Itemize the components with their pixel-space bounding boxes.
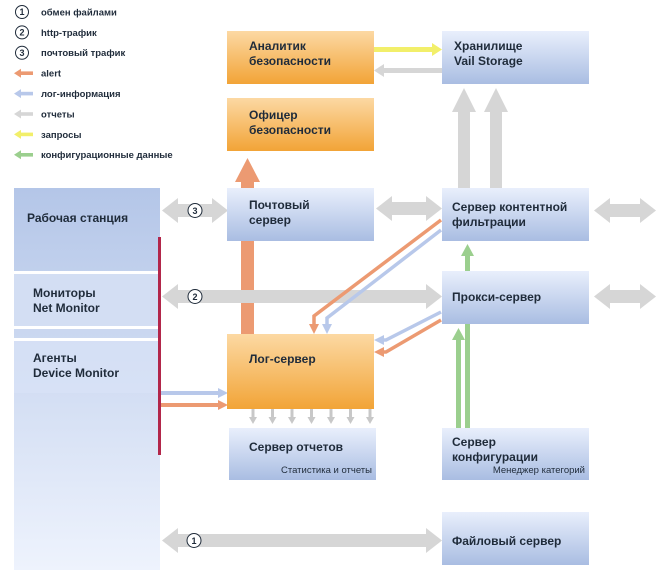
legend-badge-num: 1 [19, 7, 24, 17]
arrow-filter-to-storage-reports-1 [452, 88, 476, 188]
badge-mail-traffic: 3 [187, 203, 203, 218]
legend-label: запросы [41, 130, 82, 141]
legend-swatch [19, 91, 33, 96]
arrow-monitors-proxy [162, 284, 442, 309]
node-log-label: Лог-сервер [249, 352, 316, 366]
legend-arrowhead [14, 109, 21, 119]
node-reports-label: Сервер отчетов [249, 440, 343, 454]
arrow-filter-to-log-info [322, 228, 443, 334]
report-feed-arrow [346, 409, 355, 424]
badge-file-exchange: 1 [186, 533, 202, 548]
node-files-label: Файловый сервер [452, 534, 561, 548]
arrow-proxy-to-log-info [374, 310, 442, 345]
legend-label: alert [41, 69, 62, 80]
badge-http-traffic: 2 [187, 289, 203, 304]
legend-badge-num: 3 [19, 48, 24, 58]
legend-label: почтовый трафик [41, 48, 125, 59]
arrow-agents-to-log-alert [160, 400, 228, 410]
column-divider [158, 237, 161, 455]
arrow-config-to-proxy [452, 328, 465, 428]
report-feed-arrow [268, 409, 277, 424]
arrow-filter-internet [594, 198, 656, 223]
legend-label: лог-информация [41, 89, 121, 100]
node-reports-sub: Статистика и отчеты [281, 465, 372, 476]
node-config-sub: Менеджер категорий [493, 465, 585, 476]
legend-item: 2 http-трафик [15, 25, 97, 40]
legend-badge [15, 45, 29, 60]
legend-arrowhead [14, 89, 21, 99]
legend-item: 3 почтовый трафик [15, 45, 125, 60]
svg-text:1: 1 [191, 536, 196, 546]
arrow-filter-to-storage-reports-2 [484, 88, 508, 188]
legend-swatch [19, 132, 33, 137]
arrow-mail-filter [376, 196, 442, 221]
legend: 1 обмен файлами 2 http-трафик 3 почтовый траф… [14, 5, 173, 161]
legend-swatch [19, 153, 33, 157]
arrow-log-to-officer-alert [235, 158, 260, 334]
report-feed-arrow [288, 409, 296, 424]
node-proxy-label: Прокси-сервер [452, 290, 541, 304]
arrow-storage-to-analyst-reports [374, 64, 442, 77]
node-reports: Сервер отчетов Статистика и отчеты [229, 428, 376, 480]
arrow-proxy-to-log-alert [374, 318, 442, 357]
legend-item: запросы [14, 130, 82, 141]
legend-label: отчеты [41, 109, 75, 120]
legend-badge-num: 2 [19, 28, 24, 38]
legend-arrowhead [14, 150, 21, 160]
node-files: Файловый сервер [442, 512, 589, 565]
legend-item: отчеты [14, 109, 75, 120]
legend-label: конфигурационные данные [41, 150, 173, 161]
arrow-proxy-internet [594, 284, 656, 309]
legend-label: http-трафик [41, 28, 97, 39]
report-feed-arrow [366, 409, 374, 424]
node-proxy: Прокси-сервер [442, 271, 589, 324]
arrow-log-to-reports [249, 409, 374, 424]
report-feed-arrow [249, 409, 257, 424]
report-feed-arrow [327, 409, 335, 424]
arrow-filter-to-log-alert [309, 218, 443, 334]
report-feed-arrow [307, 409, 316, 424]
arrow-agents-to-log-info [160, 388, 228, 398]
svg-text:3: 3 [192, 206, 197, 216]
legend-arrowhead [14, 129, 21, 139]
node-log: Лог-сервер [227, 334, 374, 409]
legend-label: обмен файлами [41, 7, 117, 18]
legend-item: конфигурационные данные [14, 150, 173, 161]
node-workstation-label: Рабочая станция [27, 211, 128, 225]
legend-arrowhead [14, 68, 21, 78]
legend-item: alert [14, 69, 62, 80]
arrow-config-to-filter [461, 244, 474, 428]
legend-item: лог-информация [14, 89, 121, 100]
arrow-agents-fileserver [162, 528, 442, 553]
svg-text:2: 2 [192, 292, 197, 302]
arrow-analyst-to-storage-queries [374, 43, 442, 56]
node-left-column [14, 188, 161, 570]
legend-item: 1 обмен файлами [15, 5, 117, 19]
legend-badge [15, 25, 29, 40]
legend-badge [15, 5, 29, 19]
legend-swatch [19, 112, 33, 116]
legend-swatch [19, 71, 33, 75]
